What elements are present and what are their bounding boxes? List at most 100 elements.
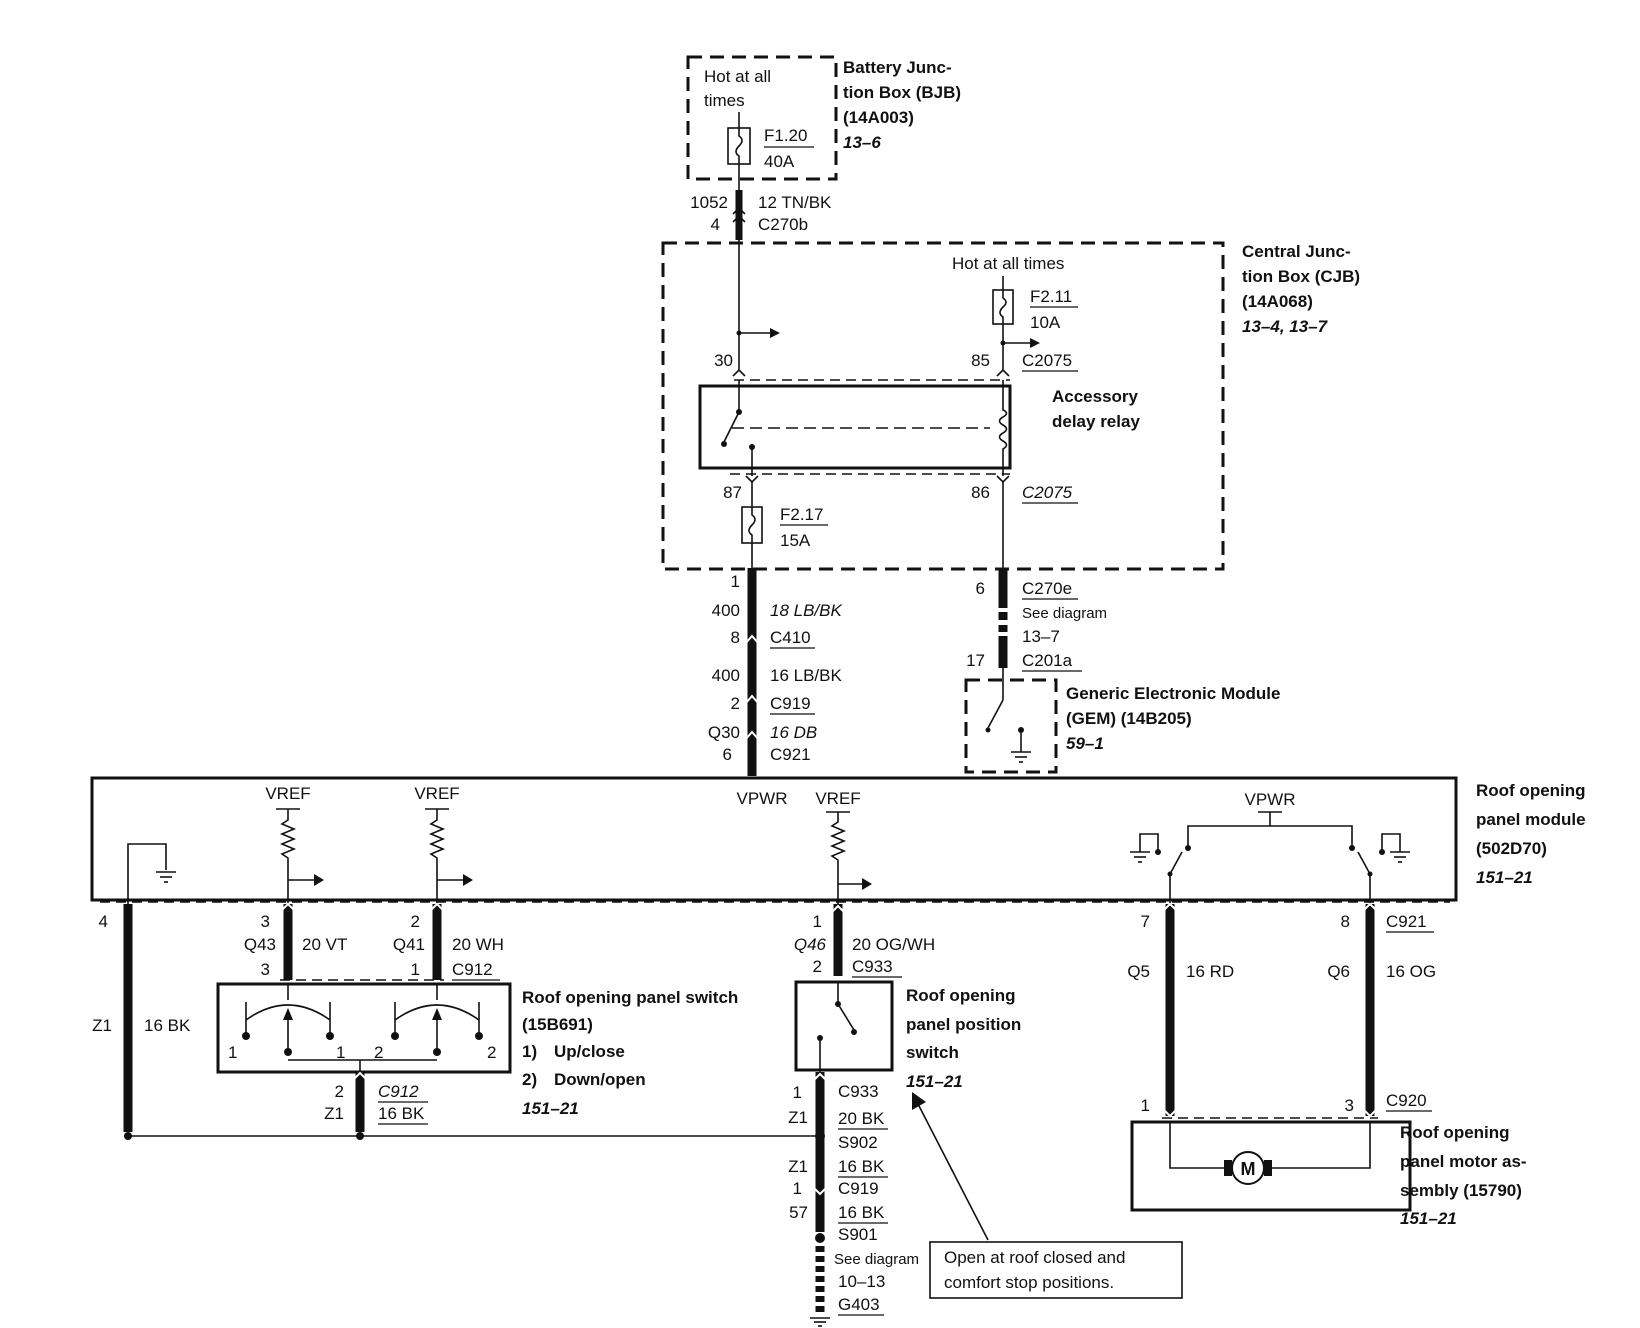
position-wire-pin-a: 1 [813,912,822,931]
vpwr-connector-b: C410 [770,628,811,647]
motor-wire-connector-bottom: C920 [1386,1091,1427,1110]
vpwr-spec-e: 16 DB [770,723,817,742]
cjb-name-line-3: (14A068) [1242,292,1313,311]
ground-path-connector-a: C933 [838,1082,879,1101]
cjb-hot-label: Hot at all times [952,254,1064,273]
position-note-callout: Open at roof closed and comfort stop pos… [912,1092,1183,1299]
switch-wire2-spec: 20 WH [452,935,504,954]
position-switch-name-line-3: switch [906,1043,959,1062]
fuse-f2-11-id: F2.11 [1030,287,1072,306]
motor-wire-pin-a: 7 [1141,912,1150,931]
relay-name-line-1: Accessory [1052,387,1139,406]
roof-opening-panel-motor-assembly: M Roof opening panel motor as- sembly (1… [1130,1120,1527,1228]
ground-path-see-diagram: See diagram [834,1251,919,1268]
bjb-hot-line-2: times [704,91,745,110]
switch-wire1-pin: 3 [261,912,270,931]
panel-switch-pos1-num: 1) [522,1042,537,1061]
gem-feed-wire: 6 C270e See diagram 13–7 17 C201a [966,570,1107,672]
g403-ground-icon [810,1317,830,1327]
battery-junction-box: Hot at all times F1.20 40A Battery Junc-… [686,55,961,181]
motor-symbol: M [1241,1159,1256,1179]
gem-ref: 59–1 [1066,734,1104,753]
module-ref: 151–21 [1476,868,1533,887]
ground-path-pin-c: 1 [793,1179,802,1198]
motor-wires: 7 8 C921 Q5 16 RD Q6 16 OG 1 3 C920 [1127,902,1436,1119]
ground-path-connector-c: C919 [838,1179,879,1198]
bjb-name-line-3: (14A003) [843,108,914,127]
fuse-f1-20-id: F1.20 [764,126,807,145]
fuse-f1-20-icon [727,127,751,165]
panel-switch-terminal-right-2: 2 [487,1043,496,1062]
relay-connector-top: C2075 [1022,351,1072,370]
gem-name-line-1: Generic Electronic Module [1066,684,1280,703]
feed-connector: C270b [758,215,808,234]
relay-connector-bottom: C2075 [1022,483,1073,502]
motor-name-line-1: Roof opening [1400,1123,1510,1142]
ground-path-pin-a: 1 [793,1083,802,1102]
bjb-ref: 13–6 [843,133,881,152]
vpwr-pin-f: 6 [723,745,732,764]
vpwr-circuit-e: Q30 [708,723,740,742]
panel-switch-pos1-label: Up/close [554,1042,625,1061]
vpwr-pin-b: 8 [731,628,740,647]
ground-circuit-pin-4: 4 Z1 16 BK [92,904,818,1140]
motor-wire-circuit-b: Q6 [1327,962,1350,981]
motor-icon: M [1231,1151,1265,1185]
ground-path-splice-d: S901 [838,1225,878,1244]
relay-name-line-2: delay relay [1052,412,1140,431]
position-switch-ref: 151–21 [906,1072,963,1091]
switch-wire-connector: C912 [452,960,493,979]
panel-switch-terminal-left-1: 1 [228,1043,237,1062]
ground-path-spec-a: 20 BK [838,1109,885,1128]
switch-wire2-pin-b: 1 [411,960,420,979]
vpwr-pin-d: 2 [731,694,740,713]
note-line-2: comfort stop positions. [944,1273,1114,1292]
cjb-ref: 13–4, 13–7 [1242,317,1329,336]
motor-wire-pin-d: 3 [1345,1096,1354,1115]
gem-name-line-2: (GEM) (14B205) [1066,709,1192,728]
switch-wire1-spec: 20 VT [302,935,347,954]
position-switch-name-line-2: panel position [906,1015,1021,1034]
motor-wire-connector-top: C921 [1386,912,1427,931]
ground-path: 1 C933 Z1 20 BK S902 Z1 16 BK 1 C919 16 … [788,1072,919,1327]
fuse-f2-17-id: F2.17 [780,505,823,524]
panel-switch-terminal-right-1: 2 [374,1043,383,1062]
relay-outputs: 87 86 C2075 F2.17 15A [723,473,1078,570]
position-switch-name-line-1: Roof opening [906,986,1016,1005]
switch-wire2-circuit: Q41 [393,935,425,954]
vref-label-2: VREF [414,784,459,803]
roof-opening-panel-switch: 1 1 2 2 Roof opening panel switch (15B69… [216,982,738,1140]
relay-pin-87: 87 [723,483,742,502]
panel-switch-ref: 151–21 [522,1099,579,1118]
note-line-1: Open at roof closed and [944,1248,1125,1267]
switch-wire1-pin-b: 3 [261,960,270,979]
panel-switch-pos2-num: 2) [522,1070,537,1089]
motor-wire-pin-b: 8 [1341,912,1350,931]
position-wire-spec: 20 OG/WH [852,935,935,954]
module-ground-icon-3 [1390,851,1410,863]
roof-opening-panel-module: Roof opening panel module (502D70) 151–2… [90,776,1586,904]
motor-wire-spec-a: 16 RD [1186,962,1234,981]
feed-pin: 4 [711,215,720,234]
vpwr-feed-wire: 1 400 18 LB/BK 8 C410 400 16 LB/BK 2 C91… [708,568,842,776]
fuse-f1-20-rating: 40A [764,152,795,171]
central-junction-box: Hot at all times F2.11 10A Central Junc-… [661,240,1360,571]
generic-electronic-module: Generic Electronic Module (GEM) (14B205)… [964,668,1280,774]
panel-switch-name-line-2: (15B691) [522,1015,593,1034]
gem-pin-b: 17 [966,651,985,670]
fuse-f2-17-rating: 15A [780,531,811,550]
module-ground-icon-2 [1130,851,1150,863]
gem-connector-a: C270e [1022,579,1072,598]
panel-switch-ground-spec: 16 BK [378,1104,425,1123]
ground-path-splice-a: S902 [838,1133,878,1152]
roof-opening-panel-position-switch: Roof opening panel position switch 151–2… [794,980,1021,1091]
feed-wire-1052: 1052 12 TN/BK 4 C270b [690,112,832,240]
position-wire-pin-b: 2 [813,957,822,976]
ground-wire-spec: 16 BK [144,1016,191,1035]
accessory-delay-relay: Accessory delay relay [698,380,1140,476]
panel-switch-ground-connector: C912 [378,1082,419,1101]
motor-wire-pin-c: 1 [1141,1096,1150,1115]
gem-see-ref: 13–7 [1022,627,1060,646]
motor-ref: 151–21 [1400,1209,1457,1228]
module-name-line-2: panel module [1476,810,1586,829]
